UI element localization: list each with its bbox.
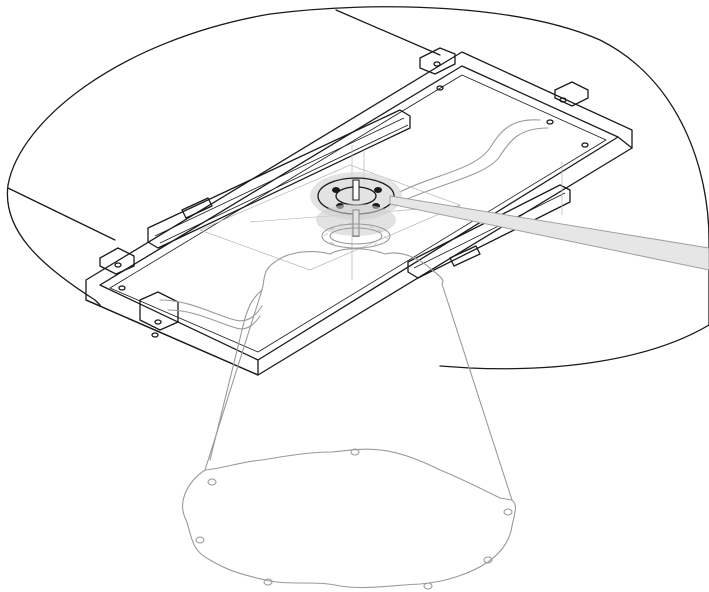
pedestal-foot-top: [204, 448, 513, 501]
screw-hole: [151, 332, 159, 338]
under-board-curve: [399, 119, 541, 193]
screw-hole: [581, 142, 589, 148]
gear-teeth: [323, 222, 389, 249]
table-top-outline: [7, 6, 709, 370]
mounting-plate: [310, 172, 402, 237]
bracket-left: [99, 247, 135, 275]
support-block: [199, 164, 461, 271]
rail-clip-1: [181, 197, 213, 219]
under-board-curve-2: [404, 127, 549, 201]
rail-upper: [147, 109, 411, 249]
rail-clip-2: [449, 245, 481, 267]
table-top: [6, 6, 709, 370]
bracket-top: [419, 47, 456, 75]
screw-hole: [546, 119, 554, 125]
gear-ring-inner: [329, 227, 383, 245]
leaf-seam-top: [335, 9, 441, 56]
leaf-seam-left: [7, 187, 116, 241]
foot-hole: [263, 578, 273, 586]
pedestal: [182, 248, 516, 590]
foot-hole: [483, 556, 493, 564]
plate-lower-glow: [316, 204, 396, 236]
pedestal-foot: [182, 469, 516, 589]
frame-end-right: [617, 136, 633, 149]
pedestal-top: [274, 248, 444, 285]
under-board: [159, 119, 549, 330]
pedestal-left-side-2: [209, 289, 263, 461]
rail-upper-groove-2: [159, 124, 409, 244]
rail-upper-groove: [154, 117, 405, 237]
screw-hole: [433, 61, 441, 67]
bracket-right: [554, 81, 589, 107]
table-top-outline-left: [6, 184, 101, 306]
screw-hole: [436, 85, 444, 91]
frame-end-left: [85, 299, 259, 376]
plate-bolt: [374, 187, 382, 193]
center-pin: [352, 179, 360, 201]
rail-lower-groove: [413, 192, 566, 269]
leader-line: [389, 195, 709, 271]
foot-hole: [350, 448, 360, 456]
foot-hole: [207, 478, 217, 486]
foot-hole: [423, 582, 433, 590]
screw-hole: [118, 285, 126, 291]
screw-hole: [154, 319, 162, 325]
screw-hole: [559, 97, 567, 103]
foot-hole: [195, 536, 205, 544]
slide-rails: [147, 109, 571, 279]
screw-hole: [114, 262, 122, 268]
bracket-bottom: [139, 291, 179, 331]
pedestal-right-side: [441, 283, 513, 501]
leader-band: [389, 195, 709, 271]
foot-hole: [503, 508, 513, 516]
gear-ring-outer: [321, 223, 391, 249]
screw-holes: [114, 61, 589, 338]
rail-lower: [407, 184, 571, 279]
corner-brackets: [99, 47, 589, 331]
under-board-curve-4: [167, 309, 261, 330]
under-board-curve-3: [159, 299, 263, 322]
gear-ring: [321, 222, 391, 249]
plate-bolt: [332, 187, 340, 193]
